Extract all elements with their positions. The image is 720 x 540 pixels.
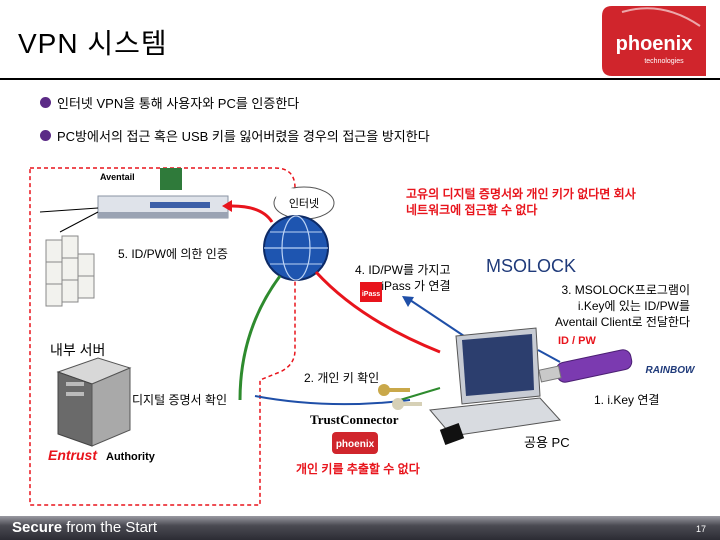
footer-tagline: Secure from the Start xyxy=(12,519,157,536)
laptop-icon xyxy=(430,328,560,436)
globe-icon xyxy=(264,216,328,280)
step-3-label: 3. MSOLOCK프로그램이 i.Key에 있는 ID/PW를 Aventai… xyxy=(528,282,690,330)
internet-cloud: 인터넷 xyxy=(274,187,334,219)
warning-line-1: 고유의 디지털 증명서와 개인 키가 없다면 회사 xyxy=(406,186,636,202)
rainbow-text: RAINBOW xyxy=(646,365,696,376)
no-private-key-label: 개인 키를 추출할 수 없다 xyxy=(296,460,420,477)
key-check-path xyxy=(255,396,410,404)
msolock-label: MSOLOCK xyxy=(486,256,576,277)
entrust-logo: Entrust Authority xyxy=(48,447,156,463)
phoenix-small-text: phoenix xyxy=(336,439,375,450)
step-2-label: 2. 개인 키 확인 xyxy=(304,369,379,386)
key-icon xyxy=(378,384,422,410)
warning-note: 고유의 디지털 증명서와 개인 키가 없다면 회사 네트워크에 접근할 수 없다 xyxy=(406,186,636,218)
step-4-line-1: 4. ID/PW를 가지고 xyxy=(355,262,451,278)
rainbow-logo: RAINBOW xyxy=(640,362,700,376)
auth-path-5 xyxy=(232,206,272,222)
net-line xyxy=(60,212,98,232)
step-3-line-2: i.Key에 있는 ID/PW를 xyxy=(528,298,690,314)
server-cluster xyxy=(46,236,94,306)
authority-text: Authority xyxy=(106,451,156,463)
step-3-line-3: Aventail Client로 전달한다 xyxy=(528,314,690,330)
footer-rest: from the Start xyxy=(66,519,157,536)
cert-check-label: 디지털 증명서 확인 xyxy=(132,391,227,408)
step-4-label: 4. ID/PW를 가지고 iPass 가 연결 xyxy=(355,262,451,294)
public-pc-label: 공용 PC xyxy=(524,432,570,451)
usb-key-icon xyxy=(539,348,633,383)
trust-connector-label: TrustConnector xyxy=(310,412,399,428)
msolock-path xyxy=(410,300,470,340)
warning-line-2: 네트워크에 접근할 수 없다 xyxy=(406,202,636,218)
step-4-line-2: iPass 가 연결 xyxy=(355,278,451,294)
footer-secure: Secure xyxy=(12,519,62,536)
id-pw-path xyxy=(538,350,560,362)
entrust-text: Entrust xyxy=(48,447,98,463)
step-3-line-1: 3. MSOLOCK프로그램이 xyxy=(528,282,690,298)
aventail-label: Aventail xyxy=(100,172,135,182)
aventail-appliance: Aventail xyxy=(98,168,228,218)
step-5-label: 5. ID/PW에 의한 인증 xyxy=(118,245,228,262)
tower-server xyxy=(58,358,130,446)
phoenix-small-logo: phoenix xyxy=(332,432,378,454)
id-pw-label: ID / PW xyxy=(558,335,596,347)
step-1-label: 1. i.Key 연결 xyxy=(594,391,659,408)
net-line xyxy=(40,208,98,212)
internal-server-label: 내부 서버 xyxy=(50,340,105,360)
page-number: 17 xyxy=(696,524,706,534)
internet-label: 인터넷 xyxy=(289,197,319,210)
